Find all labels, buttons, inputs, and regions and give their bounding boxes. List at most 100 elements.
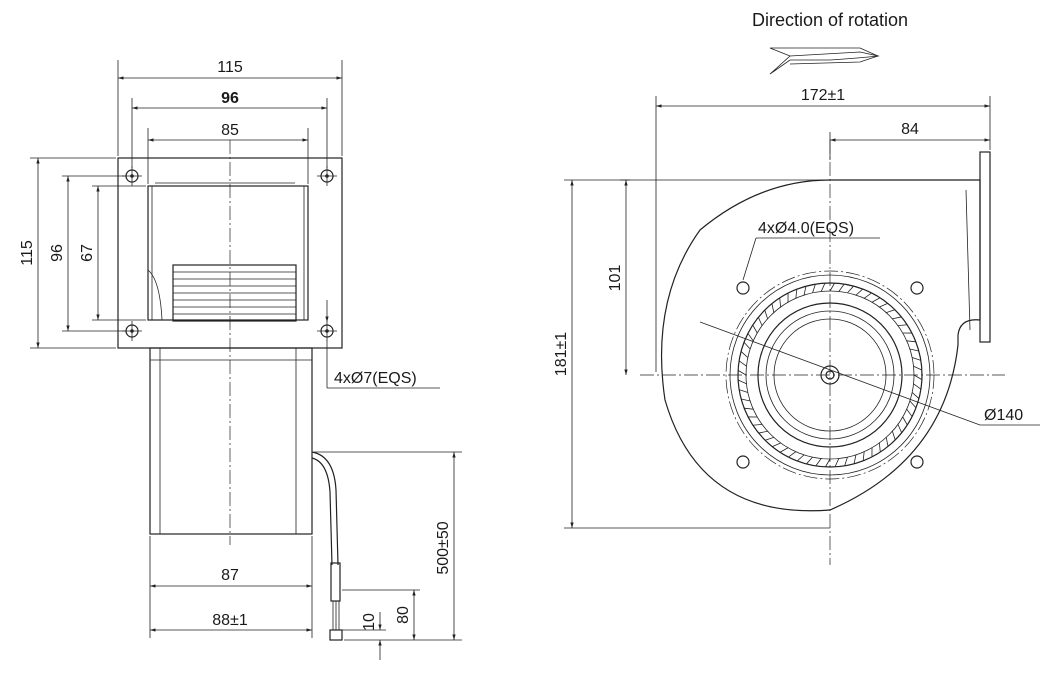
front-view <box>564 47 1040 565</box>
label-500: 500±50 <box>435 521 452 574</box>
impeller-blade <box>886 309 896 313</box>
impeller-blades <box>172 264 297 322</box>
label-85-top: 85 <box>221 122 239 139</box>
impeller-blade <box>752 423 763 426</box>
side-view <box>30 60 462 660</box>
impeller-blade <box>906 340 916 343</box>
impeller-blade <box>779 297 782 308</box>
impeller-blade <box>878 442 881 453</box>
impeller-blade <box>758 317 763 326</box>
impeller-blade <box>803 286 807 296</box>
impeller-blade <box>913 374 923 380</box>
outlet-opening <box>147 185 309 321</box>
impeller-blade <box>853 454 857 464</box>
impeller-blade <box>820 282 826 292</box>
impeller-blade <box>764 437 774 441</box>
rotation-direction-arrow <box>769 47 880 75</box>
dim-cable-500 <box>314 451 462 641</box>
impeller-blade <box>779 447 789 453</box>
impeller-blade <box>740 351 749 358</box>
impeller-blade <box>737 379 747 385</box>
impeller-blade <box>834 458 840 468</box>
impeller-blade <box>897 324 908 327</box>
label-80: 80 <box>395 606 412 624</box>
label-101: 101 <box>607 265 624 292</box>
dim-bottom-87 <box>149 536 313 594</box>
impeller-blade <box>743 341 751 350</box>
impeller-blade <box>879 303 888 308</box>
label-96-top: 96 <box>221 90 239 107</box>
impeller-blade <box>812 284 816 293</box>
impeller-blade <box>897 424 902 433</box>
dim-top-96 <box>131 98 328 168</box>
impeller-blade <box>795 289 798 299</box>
dim-left-67 <box>92 185 146 321</box>
label-mount-holes: 4xØ7(EQS) <box>334 370 417 387</box>
dim-left-96 <box>62 175 126 332</box>
flange-mounting-holes <box>122 166 337 341</box>
dim-wire-10 <box>342 612 386 660</box>
impeller-blade <box>909 400 917 409</box>
dim-top-115 <box>117 60 343 156</box>
label-115-top: 115 <box>217 59 243 76</box>
impeller-blade <box>741 398 751 402</box>
impeller-blade <box>825 458 831 468</box>
impeller-blade <box>902 416 908 426</box>
label-115-left: 115 <box>19 240 36 266</box>
impeller-blade <box>885 437 889 447</box>
impeller-blade <box>909 348 919 352</box>
dim-cable-80 <box>342 589 420 640</box>
outlet-flange <box>979 151 991 343</box>
impeller-blade <box>771 303 775 313</box>
impeller-blade <box>913 365 923 371</box>
impeller-blade-ring <box>737 282 923 468</box>
impeller-blade <box>738 360 747 367</box>
impeller-blade <box>871 297 881 303</box>
impeller-blade <box>752 324 758 334</box>
label-67-left: 67 <box>79 244 96 262</box>
impeller-blade <box>847 285 854 294</box>
dim-top-85 <box>147 128 309 184</box>
impeller-blade <box>912 357 921 361</box>
label-motor-holes: 4xØ4.0(EQS) <box>758 220 854 237</box>
impeller-blade <box>788 451 797 458</box>
impeller-blade <box>911 392 920 399</box>
impeller-blade <box>796 454 805 462</box>
dim-front-181 <box>564 179 830 529</box>
label-84: 84 <box>901 121 919 138</box>
impeller-blade <box>806 456 813 465</box>
impeller-blade <box>747 333 754 342</box>
label-96-left: 96 <box>49 244 66 262</box>
motor-housing <box>149 347 313 535</box>
impeller-blade <box>906 408 913 417</box>
dim-bottom-88 <box>149 594 313 638</box>
label-87: 87 <box>221 567 239 584</box>
label-10: 10 <box>361 613 378 631</box>
label-181: 181±1 <box>553 332 570 376</box>
impeller-blade <box>815 458 822 467</box>
impeller-blade <box>913 383 922 390</box>
impeller-blade <box>739 389 748 393</box>
impeller-blade <box>892 431 896 441</box>
impeller-blade <box>737 370 747 376</box>
impeller-blade <box>844 457 848 466</box>
impeller-blade <box>829 282 835 292</box>
rotation-title: Direction of rotation <box>752 10 908 30</box>
power-cable <box>311 451 343 641</box>
impeller-blade <box>855 288 864 296</box>
label-88: 88±1 <box>212 612 248 629</box>
dim-front-101 <box>620 179 630 375</box>
label-172: 172±1 <box>801 87 845 104</box>
impeller-blade <box>838 283 845 292</box>
label-140: Ø140 <box>984 407 1023 424</box>
impeller-blade <box>892 316 902 320</box>
scroll-housing <box>660 179 981 512</box>
dim-left-115 <box>30 157 116 349</box>
motor-mounting-holes <box>736 281 924 469</box>
dim-front-84 <box>829 132 990 160</box>
impeller-blade <box>744 407 754 410</box>
impeller-blade <box>764 309 768 319</box>
impeller-blade <box>772 442 781 447</box>
impeller-blade <box>862 451 865 461</box>
